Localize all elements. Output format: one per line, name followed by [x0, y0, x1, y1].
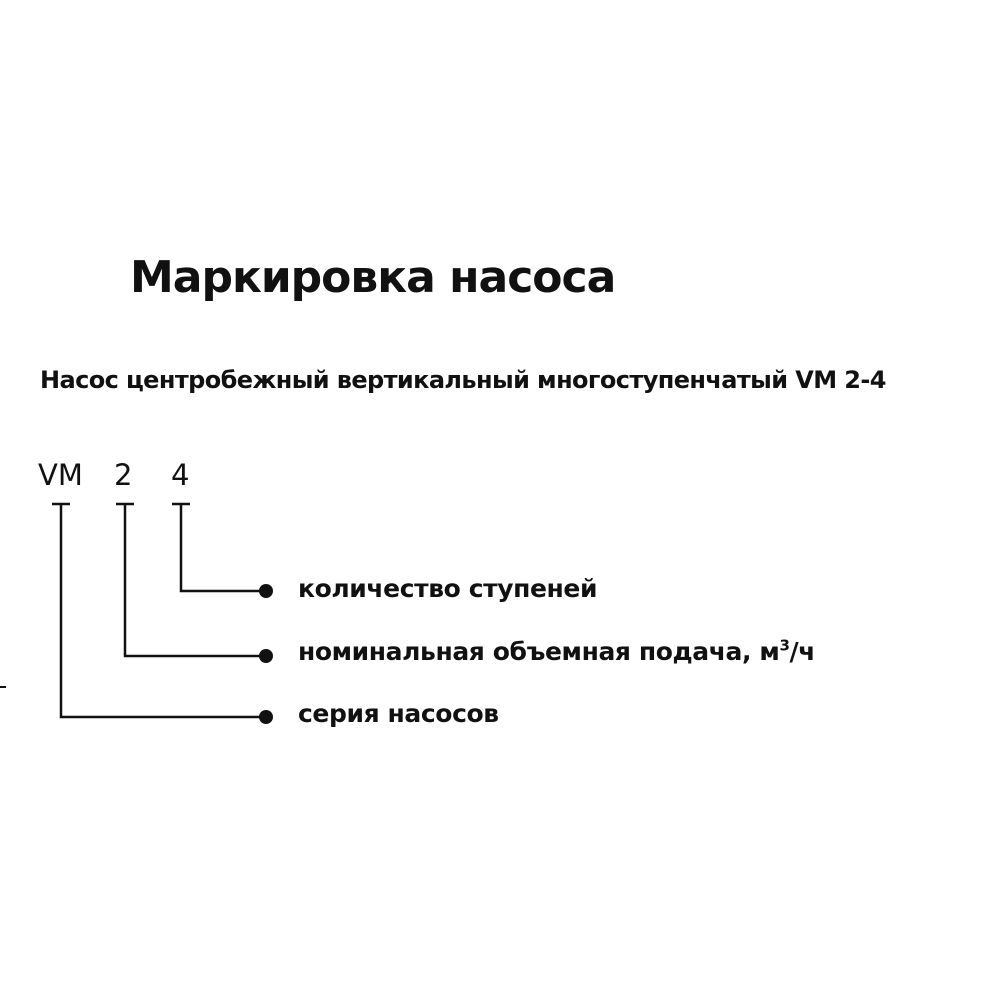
page-title: Маркировка насоса — [130, 252, 616, 303]
stages-connector-dot — [259, 584, 273, 598]
stages-connector-line — [179, 504, 266, 593]
edge-mark — [0, 686, 6, 688]
series-connector-line — [59, 504, 266, 719]
description-flow: номинальная объемная подача, м3/ч — [298, 637, 815, 666]
description-series: серия насосов — [298, 699, 499, 728]
code-part-series: VM — [38, 458, 83, 492]
flow-connector-line — [123, 504, 266, 658]
description-stages: количество ступеней — [298, 574, 598, 603]
code-part-flow: 2 — [114, 458, 133, 492]
description-flow-text: номинальная объемная подача, м — [298, 637, 780, 666]
series-connector-dot — [259, 710, 273, 724]
description-flow-superscript: 3 — [779, 636, 790, 655]
flow-connector-dot — [259, 649, 273, 663]
code-part-stages: 4 — [171, 458, 190, 492]
pump-model-subtitle: Насос центробежный вертикальный многосту… — [40, 366, 886, 394]
description-flow-unit-suffix: /ч — [789, 637, 816, 666]
